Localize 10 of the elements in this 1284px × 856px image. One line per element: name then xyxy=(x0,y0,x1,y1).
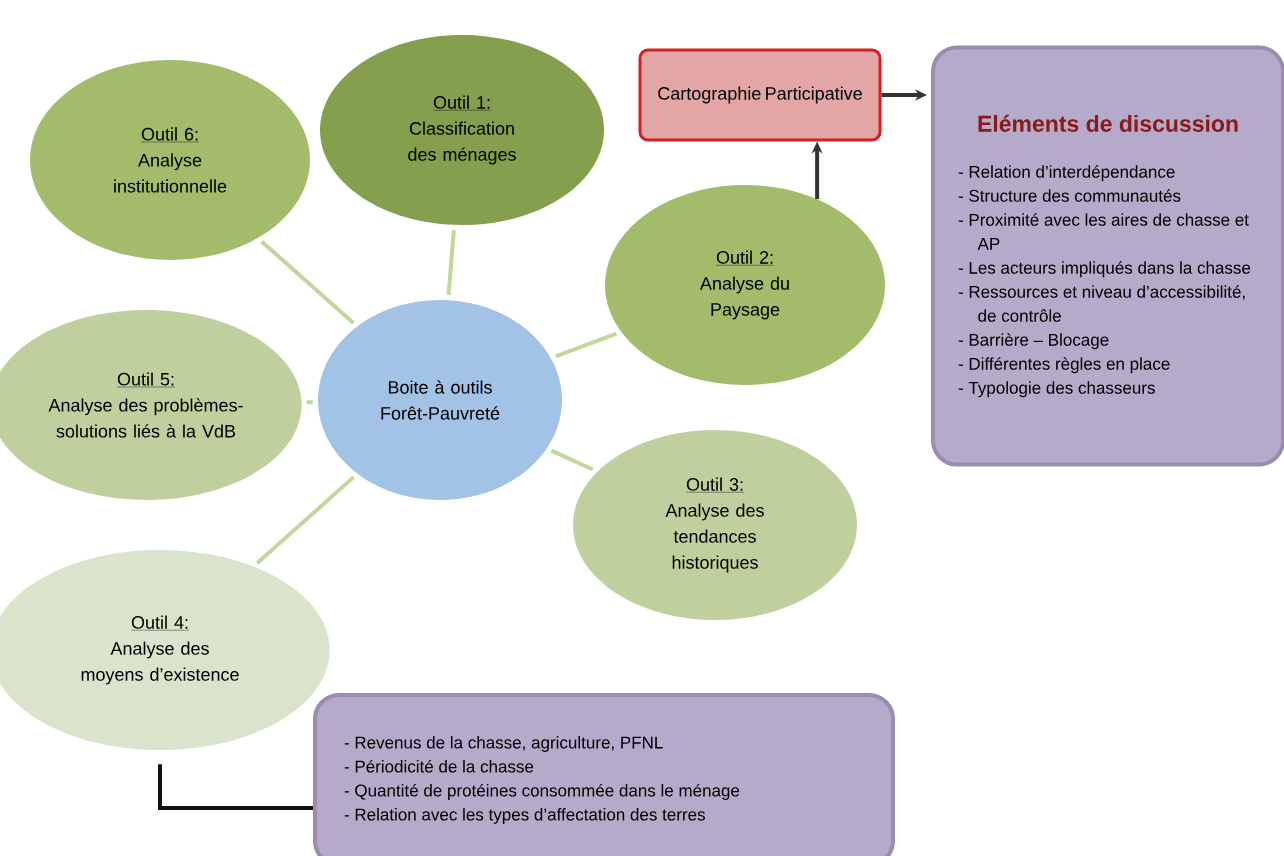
connector-line xyxy=(446,229,456,296)
connector-line xyxy=(550,448,594,472)
connector-line xyxy=(555,331,618,359)
connector-line xyxy=(260,239,355,325)
connector-line xyxy=(256,475,355,565)
connector-line xyxy=(306,400,313,405)
connector-line xyxy=(158,764,313,810)
process-box: Cartographie Participative xyxy=(638,48,882,142)
note-box: Eléments de discussion - Relation d’interdépendance - Structure des communautés - Proximité avec les aires de chasse et AP - Les acteurs impliqués dans la chasse - Ressources et niveau d’accessibilité, de contrôle - Barrière – Blocage - Différentes règles en place - Typologie des chasseurs xyxy=(931,45,1284,467)
note-box: - Revenus de la chasse, agriculture, PFNL - Périodicité de la chasse - Quantité de protéines consommée dans le ménage - Relation avec les types d’affectation des terres xyxy=(313,693,895,856)
